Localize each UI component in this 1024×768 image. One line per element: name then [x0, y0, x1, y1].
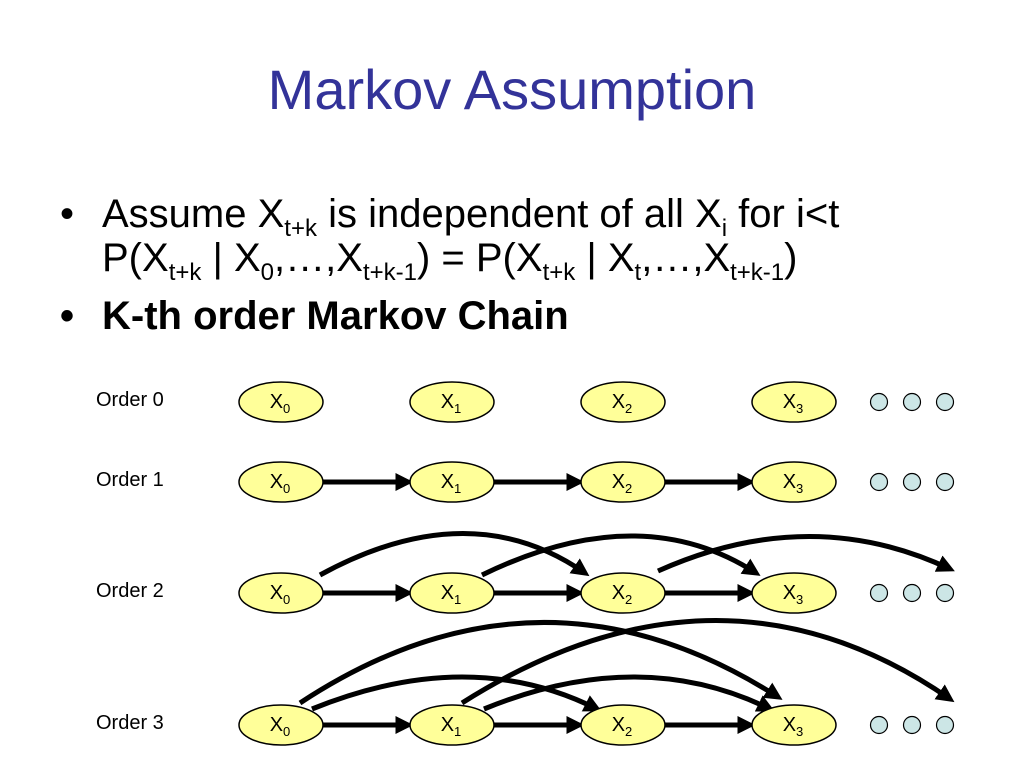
- state-node-ellipse: [409, 461, 495, 503]
- bullet-line-2-formula: P(Xt+k | X0,…,Xt+k-1) = P(Xt+k | Xt,…,Xt…: [102, 236, 798, 286]
- state-node: X2: [580, 704, 666, 746]
- state-node: X0: [238, 461, 324, 503]
- ellipsis-dot-icon: [869, 715, 889, 735]
- ellipsis-dot-icon: [902, 472, 922, 492]
- state-node-label: X3: [783, 714, 804, 739]
- state-node-ellipse: [238, 381, 324, 423]
- order-label: Order 0: [96, 389, 164, 411]
- state-node: X0: [238, 381, 324, 423]
- ellipsis-dot-icon: [935, 392, 955, 412]
- ellipsis-dot-icon: [935, 583, 955, 603]
- state-node-label: X0: [270, 582, 291, 607]
- state-node: X3: [751, 572, 837, 614]
- order-label: Order 1: [96, 469, 164, 491]
- state-node-label: X3: [783, 582, 804, 607]
- state-node: X2: [580, 461, 666, 503]
- state-node: X2: [580, 381, 666, 423]
- ellipsis-dot-icon: [935, 715, 955, 735]
- ellipsis-dot-icon: [869, 392, 889, 412]
- state-node-label: X2: [612, 391, 633, 416]
- bullet-kth-order: • K-th order Markov Chain: [60, 294, 1000, 338]
- state-node-label: X3: [783, 391, 804, 416]
- state-node-ellipse: [238, 704, 324, 746]
- state-node-label: X0: [270, 391, 291, 416]
- bullet-independence: • Assume Xt+k is independent of all Xi f…: [60, 192, 1000, 286]
- state-node-label: X2: [612, 582, 633, 607]
- state-node-ellipse: [238, 572, 324, 614]
- bullet-dot: •: [60, 192, 75, 236]
- state-node-ellipse: [580, 381, 666, 423]
- state-node-label: X1: [441, 391, 462, 416]
- state-node-ellipse: [751, 704, 837, 746]
- state-node-ellipse: [238, 461, 324, 503]
- state-node-label: X2: [612, 471, 633, 496]
- ellipsis-dot-icon: [935, 472, 955, 492]
- bullet-dot: •: [60, 294, 75, 338]
- ellipsis-dot-icon: [902, 715, 922, 735]
- state-node-ellipse: [751, 572, 837, 614]
- order-label: Order 3: [96, 712, 164, 734]
- skip-2-arrow: [656, 534, 955, 574]
- state-node: X3: [751, 381, 837, 423]
- skip-2-arrow: [318, 531, 590, 578]
- skip-3-arrow: [298, 620, 783, 706]
- state-node: X0: [238, 704, 324, 746]
- ellipsis-dot-icon: [902, 392, 922, 412]
- state-node-label: X1: [441, 582, 462, 607]
- state-node: X2: [580, 572, 666, 614]
- ellipsis-dot-icon: [869, 472, 889, 492]
- skip-2-arrow: [311, 674, 602, 712]
- skip-2-arrow: [480, 533, 761, 578]
- skip-3-arrow: [460, 618, 955, 706]
- state-node: X0: [238, 572, 324, 614]
- state-node: X1: [409, 381, 495, 423]
- slide-title: Markov Assumption: [267, 58, 757, 121]
- state-node-ellipse: [580, 704, 666, 746]
- state-node-ellipse: [409, 381, 495, 423]
- state-node: X3: [751, 704, 837, 746]
- state-node: X1: [409, 704, 495, 746]
- state-node: X1: [409, 461, 495, 503]
- state-node-ellipse: [409, 704, 495, 746]
- order-label: Order 2: [96, 580, 164, 602]
- state-node: X3: [751, 461, 837, 503]
- skip-2-arrow: [483, 674, 775, 712]
- state-node-ellipse: [580, 461, 666, 503]
- ellipsis-dot-icon: [869, 583, 889, 603]
- ellipsis-dot-icon: [902, 583, 922, 603]
- bullet-kth-order-text: K-th order Markov Chain: [102, 294, 569, 338]
- state-node-ellipse: [751, 381, 837, 423]
- state-node-ellipse: [409, 572, 495, 614]
- state-node-ellipse: [751, 461, 837, 503]
- bullet-list: • Assume Xt+k is independent of all Xi f…: [60, 192, 1000, 338]
- state-node-label: X0: [270, 714, 291, 739]
- state-node-label: X1: [441, 471, 462, 496]
- state-node-label: X0: [270, 471, 291, 496]
- state-node-label: X1: [441, 714, 462, 739]
- state-node: X1: [409, 572, 495, 614]
- bullet-line-1: Assume Xt+k is independent of all Xi for…: [102, 192, 840, 242]
- state-node-label: X3: [783, 471, 804, 496]
- state-node-label: X2: [612, 714, 633, 739]
- state-node-ellipse: [580, 572, 666, 614]
